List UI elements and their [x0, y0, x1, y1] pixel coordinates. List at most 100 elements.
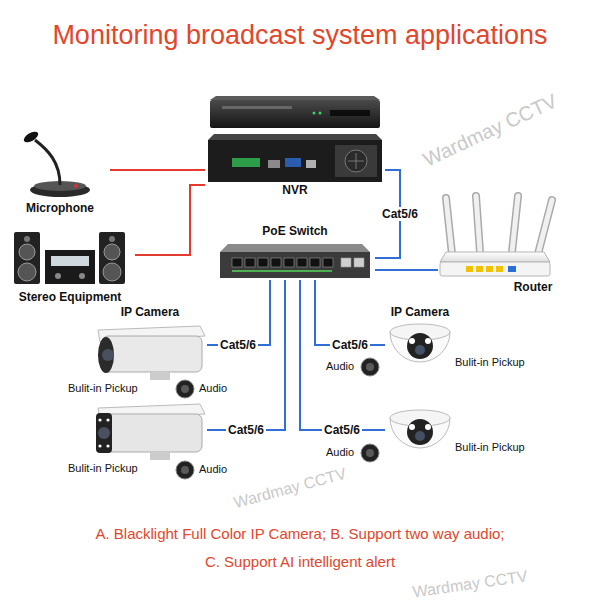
poe-switch-icon	[341, 258, 351, 267]
bullet-camera-icon	[102, 349, 114, 361]
cable-label: Cat5/6	[322, 423, 362, 437]
dome-camera-icon	[390, 410, 450, 448]
stereo-icon	[24, 236, 30, 242]
audio-label: Audio	[326, 360, 354, 373]
bullet-camera-icon	[150, 372, 170, 380]
poe-switch-icon	[354, 258, 364, 267]
stereo-icon	[79, 273, 85, 279]
bullet-camera-icon	[98, 427, 110, 439]
nvr-unit	[319, 112, 322, 115]
router-icon	[486, 266, 493, 272]
nvr-unit	[335, 145, 377, 177]
poe-switch-icon	[245, 258, 255, 267]
audio-label: Audio	[199, 382, 227, 395]
sub-label: Bulit-in Pickup	[455, 356, 525, 369]
watermark: Wardmay CCTV	[411, 566, 528, 600]
cable-label: Cat5/6	[380, 207, 420, 221]
stereo-icon	[45, 250, 95, 284]
nvr-unit	[208, 134, 382, 140]
router-icon	[512, 196, 518, 252]
bullet-camera-icon	[98, 418, 101, 421]
diagram-caption: A. Blacklight Full Color IP Camera; B. S…	[90, 520, 510, 576]
cable-label: Cat5/6	[226, 423, 266, 437]
router-icon	[440, 252, 550, 262]
dome-camera-icon	[425, 338, 431, 344]
bullet-camera-icon	[96, 404, 205, 460]
device-label: PoE Switch	[262, 224, 327, 238]
dome-camera-icon	[390, 324, 450, 362]
dome-camera-icon	[407, 333, 433, 359]
poe-switch-icon	[232, 270, 332, 272]
poe-switch-device: PoE Switch	[215, 222, 375, 280]
poe-switch-icon	[284, 258, 294, 267]
router-icon	[538, 200, 552, 254]
router-icon	[446, 198, 452, 254]
stereo-icon	[99, 232, 125, 284]
router-icon	[440, 262, 550, 276]
bullet-camera: Bulit-in Pickup	[60, 398, 207, 485]
cable-label: Cat5/6	[330, 338, 370, 352]
microphone-icon	[22, 130, 90, 197]
router-icon	[440, 196, 552, 276]
nvr-unit	[210, 96, 380, 100]
router-icon	[446, 198, 452, 254]
router-device: Router	[438, 190, 568, 300]
bullet-camera-icon	[150, 452, 170, 460]
audio-label: Audio	[326, 446, 354, 459]
device-label: NVR	[282, 183, 307, 197]
dome-camera: IP CameraBulit-in Pickup	[385, 303, 545, 387]
dome-camera: Bulit-in Pickup	[385, 397, 545, 475]
bullet-camera-icon	[98, 337, 114, 373]
stereo-icon	[14, 232, 125, 284]
audio-cable	[135, 185, 205, 255]
dome-camera-icon	[425, 424, 431, 430]
microphone-icon	[74, 184, 78, 188]
stereo-icon	[14, 232, 40, 284]
poe-switch-icon	[297, 258, 307, 267]
nvr-unit	[232, 158, 260, 167]
dome-camera-icon	[409, 424, 415, 430]
dome-camera-icon	[407, 419, 433, 445]
router-icon	[476, 196, 480, 252]
nvr-unit	[356, 153, 357, 169]
network-cable	[207, 280, 270, 345]
poe-switch-icon	[271, 258, 281, 267]
stereo-device: Stereo Equipment	[5, 228, 135, 310]
bullet-camera-icon	[96, 413, 112, 453]
microphone-icon	[35, 140, 60, 185]
stereo-icon	[18, 263, 36, 281]
audio-pickup-icon	[361, 358, 379, 376]
poe-switch-icon	[220, 252, 370, 278]
device-label: Bulit-in Pickup	[455, 441, 525, 454]
bullet-camera-icon	[98, 326, 205, 380]
audio-pickup-icon	[181, 466, 189, 474]
cable-label: Cat5/6	[218, 338, 258, 352]
stereo-icon	[55, 273, 61, 279]
watermark: Wardmay CCTV	[232, 464, 349, 513]
poe-switch-icon	[258, 258, 268, 267]
dome-camera-icon	[415, 345, 425, 355]
nvr-unit	[306, 160, 316, 168]
nvr-unit	[330, 110, 370, 116]
device-label: Stereo Equipment	[19, 290, 122, 304]
router-icon	[508, 266, 516, 272]
bullet-camera-icon	[98, 444, 101, 447]
nvr-unit	[208, 140, 382, 182]
network-cable	[315, 280, 385, 345]
bullet-camera-icon	[102, 414, 202, 452]
watermark: Wardmay CCTV	[419, 89, 560, 172]
device-label: IP Camera	[391, 305, 449, 319]
stereo-icon	[104, 244, 120, 260]
router-icon	[512, 196, 518, 252]
bullet-camera-icon	[102, 336, 202, 372]
poe-switch-icon	[232, 258, 242, 267]
poe-switch-icon	[323, 258, 333, 267]
stereo-icon	[103, 263, 121, 281]
nvr-unit	[210, 100, 380, 128]
audio-cable	[110, 169, 205, 171]
device-label: IP Camera	[121, 305, 179, 319]
device-label: Bulit-in Pickup	[68, 462, 138, 475]
audio-pickup-icon	[181, 385, 189, 393]
audio-pickup-icon	[176, 380, 194, 398]
network-cable	[207, 280, 285, 430]
